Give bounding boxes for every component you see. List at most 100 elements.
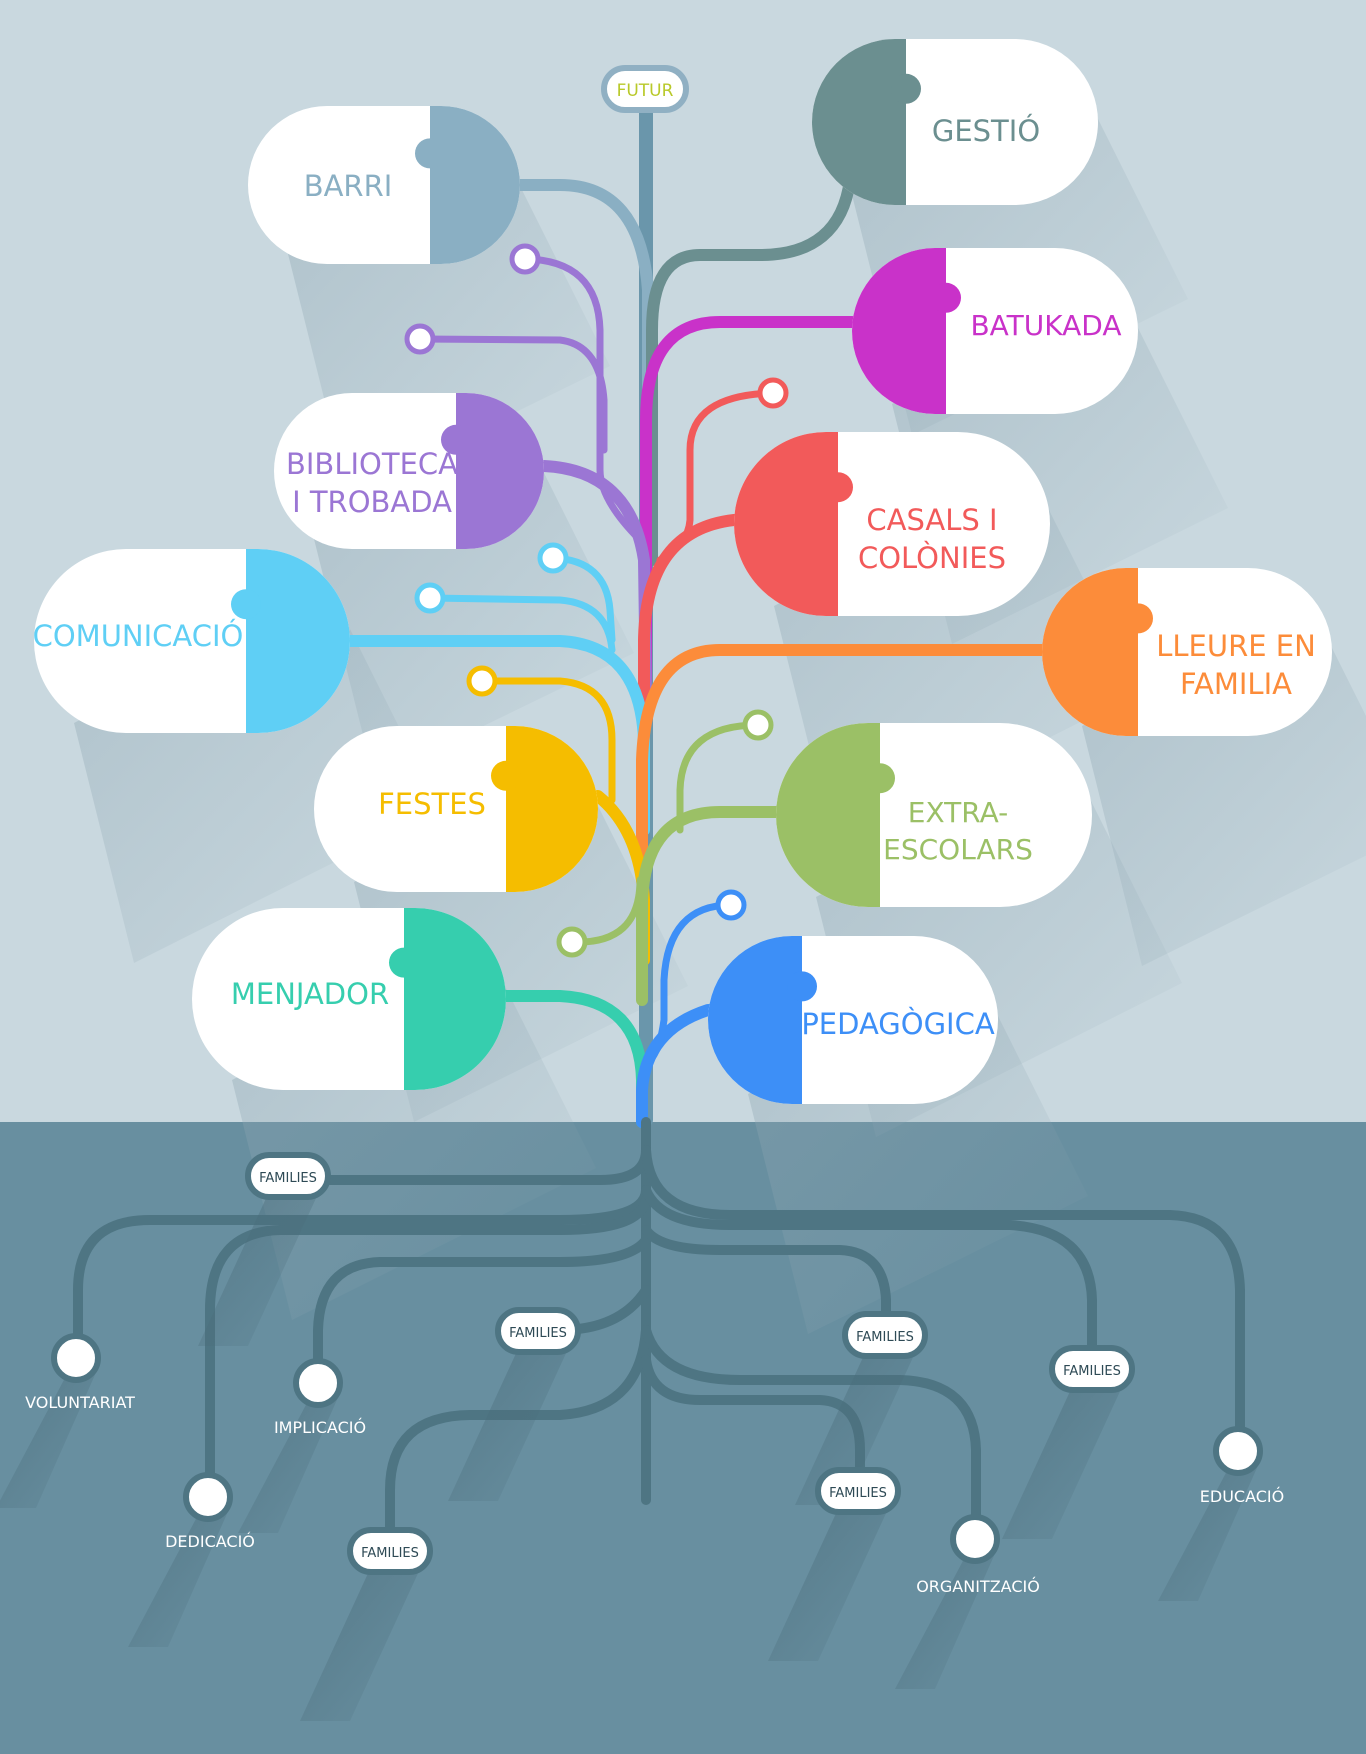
pill-knob-extraescolars: [865, 763, 895, 794]
pill-label-casals: CASALS I: [866, 503, 997, 537]
pill-label-gestio: GESTIÓ: [932, 114, 1040, 148]
root-tag-families-6: [347, 1527, 433, 1575]
twig-line-pedagogica: [646, 901, 735, 1064]
pill-knob-batukada: [931, 282, 961, 313]
pill-label-casals: COLÒNIES: [858, 541, 1006, 575]
pill-knob-comunicacio: [231, 589, 261, 620]
root-node-shadow: [128, 1507, 230, 1647]
pill-label-menjador: MENJADOR: [231, 977, 389, 1011]
root-tag-shadow: [795, 1353, 915, 1505]
root-node-organitzacio: [950, 1514, 1000, 1564]
pill-barri: BARRI: [248, 106, 520, 264]
root-node-educacio: [1213, 1426, 1263, 1476]
pill-label-pedagogica: PEDAGÒGICA: [801, 1007, 995, 1041]
root-tag-families-2: [495, 1307, 581, 1355]
pill-knob-casals: [823, 472, 853, 503]
twig-line-comunicacio: [426, 594, 616, 654]
pill-casals: CASALS I COLÒNIES: [734, 432, 1050, 616]
root-node-shadow: [0, 1368, 98, 1508]
root-tag-label: FAMILIES: [829, 1486, 887, 1501]
twig-node-festes: [466, 665, 498, 697]
root-tag-label: FAMILIES: [361, 1546, 419, 1561]
branch-line-batukada: [640, 316, 858, 686]
branch-line-biblioteca: [538, 460, 652, 706]
twig-node-comunicacio: [414, 582, 446, 614]
pill-label-lleure: LLEURE EN: [1156, 629, 1316, 663]
root-tag-shadow: [448, 1349, 568, 1501]
root-tag-shadow: [300, 1569, 420, 1721]
twig-line-festes: [478, 677, 616, 804]
twig-line-biblioteca: [416, 335, 608, 454]
pill-knob-barri: [415, 138, 445, 169]
pill-knob-lleure: [1123, 603, 1153, 634]
pill-label-extraescolars: EXTRA-: [908, 796, 1008, 829]
branch-line-lleure: [636, 644, 1048, 886]
root-tag-families-4: [1049, 1345, 1135, 1393]
root-tag-families-3: [842, 1311, 928, 1359]
root-node-shadow: [238, 1393, 340, 1533]
pill-pedagogica: PEDAGÒGICA: [708, 936, 998, 1104]
pill-lleure: LLEURE EN FAMILIA: [1042, 568, 1332, 736]
twig-node-extraescolars: [742, 709, 774, 741]
root-node-shadow: [1158, 1461, 1260, 1601]
twig-node-biblioteca: [404, 323, 436, 355]
root-line: [641, 1145, 1245, 1435]
pill-biblioteca: BIBLIOTECA I TROBADA: [274, 393, 544, 549]
pill-label-batukada: BATUKADA: [970, 309, 1121, 342]
pill-festes: FESTES: [314, 726, 598, 892]
root-tag-label: FAMILIES: [856, 1330, 914, 1345]
pill-comunicacio: COMUNICACIÓ: [33, 549, 350, 733]
root-tag-shadow: [198, 1194, 318, 1346]
twig-node-casals: [757, 377, 789, 409]
twig-line-extraescolars: [676, 721, 762, 834]
twig-node-biblioteca: [509, 243, 541, 275]
root-tag-shadow: [768, 1509, 888, 1661]
pill-label-extraescolars: ESCOLARS: [883, 833, 1033, 866]
root-tag-families-1: [245, 1152, 331, 1200]
twig-node-pedagogica: [715, 889, 747, 921]
branch-line-barri: [514, 179, 654, 546]
pill-knob-pedagogica: [787, 971, 817, 1002]
pill-label-biblioteca: I TROBADA: [292, 485, 452, 519]
root-line: [641, 1225, 891, 1325]
root-label-dedicacio: DEDICACIÓ: [165, 1532, 255, 1551]
twig-node-comunicacio: [537, 542, 569, 574]
pill-label-festes: FESTES: [378, 787, 486, 821]
root-line: [641, 1185, 1097, 1355]
root-tag-label: FAMILIES: [1063, 1364, 1121, 1379]
ground-background: [0, 1122, 1366, 1754]
pill-label-lleure: FAMILIA: [1180, 667, 1292, 701]
twig-line-casals: [656, 389, 777, 564]
pill-label-barri: BARRI: [304, 169, 393, 203]
root-label-organitzacio: ORGANITZACIÓ: [916, 1577, 1040, 1596]
root-node-shadow: [895, 1549, 997, 1689]
root-node-voluntariat: [51, 1333, 101, 1383]
root-label-implicacio: IMPLICACIÓ: [274, 1418, 366, 1437]
pill-knob-festes: [491, 760, 521, 791]
branch-line-gestio: [646, 174, 856, 566]
root-tag-families-5: [815, 1467, 901, 1515]
futur-tag: [601, 65, 689, 113]
root-node-dedicacio: [183, 1472, 233, 1522]
pill-knob-gestio: [891, 73, 921, 104]
root-node-implicacio: [293, 1358, 343, 1408]
pill-gestio: GESTIÓ: [812, 39, 1098, 205]
twig-node-extraescolars: [556, 926, 588, 958]
root-label-educacio: EDUCACIÓ: [1200, 1487, 1284, 1506]
root-tag-label: FAMILIES: [259, 1171, 317, 1186]
root-label-voluntariat: VOLUNTARIAT: [25, 1393, 135, 1412]
pill-label-biblioteca: BIBLIOTECA: [286, 447, 458, 481]
root-tag-label: FAMILIES: [509, 1326, 567, 1341]
pill-knob-biblioteca: [441, 424, 471, 455]
twig-line-biblioteca: [521, 255, 644, 544]
pill-knob-menjador: [389, 947, 419, 978]
pill-batukada: BATUKADA: [852, 248, 1138, 414]
pill-extraescolars: EXTRA- ESCOLARS: [776, 723, 1092, 907]
pill-label-comunicacio: COMUNICACIÓ: [33, 619, 244, 653]
pill-menjador: MENJADOR: [192, 908, 506, 1090]
futur-label: FUTUR: [617, 81, 674, 101]
root-tag-shadow: [1002, 1387, 1122, 1539]
root-line: [313, 1235, 651, 1385]
root-line: [73, 1185, 651, 1355]
